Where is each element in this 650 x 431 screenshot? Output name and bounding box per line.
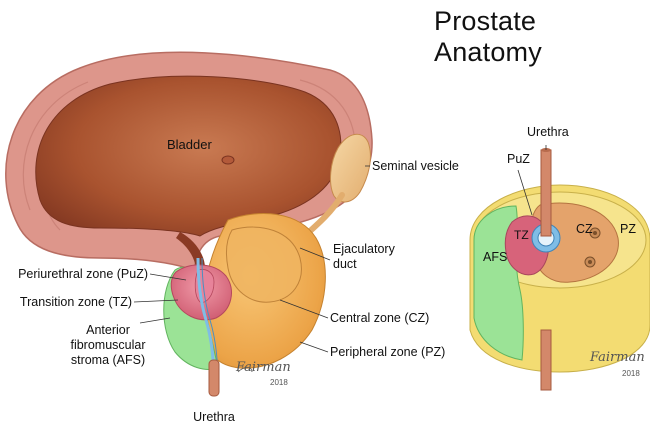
label-tz-right: TZ	[514, 228, 529, 243]
label-ejaculatory-duct-2: duct	[333, 257, 357, 272]
urethra-tube	[209, 360, 219, 396]
label-puz-right: PuZ	[507, 152, 530, 167]
label-afs-1: Anterior	[58, 323, 158, 338]
label-afs-2: fibromuscular	[58, 338, 158, 353]
label-seminal-vesicle: Seminal vesicle	[372, 159, 459, 174]
signature-left-year: 2018	[270, 375, 288, 390]
label-urethra-left: Urethra	[184, 410, 244, 425]
label-afs-3: stroma (AFS)	[58, 353, 158, 368]
label-afs-right: AFS	[483, 250, 507, 265]
label-cz-right: CZ	[576, 222, 593, 237]
label-transition-zone: Transition zone (TZ)	[0, 295, 132, 310]
label-peripheral-zone: Peripheral zone (PZ)	[330, 345, 445, 360]
label-central-zone: Central zone (CZ)	[330, 311, 429, 326]
signature-left-name: Fairman	[236, 360, 291, 375]
label-urethra-right: Urethra	[527, 125, 569, 140]
label-ejaculatory-duct-1: Ejaculatory	[333, 242, 395, 257]
label-bladder: Bladder	[167, 137, 212, 152]
urethra-tube-right	[541, 150, 551, 236]
signature-right-year: 2018	[622, 366, 640, 381]
label-periurethral-zone: Periurethral zone (PuZ)	[0, 267, 148, 282]
label-pz-right: PZ	[620, 222, 636, 237]
signature-right-name: Fairman	[590, 350, 645, 365]
